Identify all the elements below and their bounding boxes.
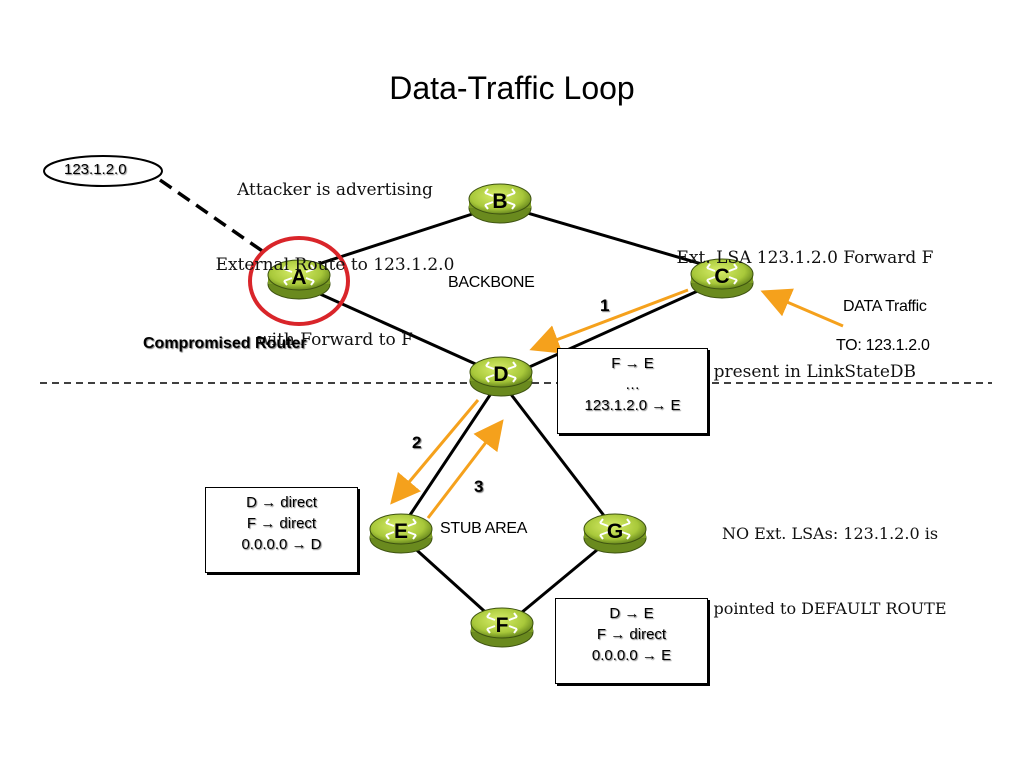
arrow-step-3: [426, 419, 504, 519]
routing-table-d: F → E … 123.1.2.0 → E: [557, 348, 708, 434]
router-d[interactable]: D: [469, 356, 533, 397]
routing-table-f-row: F → direct: [596, 626, 667, 643]
router-g[interactable]: G: [583, 513, 647, 554]
routing-table-e-row: 0.0.0.0 → D: [241, 536, 322, 553]
diagram-title: Data-Traffic Loop: [389, 70, 635, 106]
routing-table-d-row: …: [625, 376, 640, 393]
traffic-arrows: [390, 288, 844, 519]
lsa-note-line-2: is present in LinkStateDB: [694, 362, 916, 382]
routing-table-d-row: F → E: [611, 355, 654, 372]
router-a[interactable]: A: [267, 259, 331, 300]
routing-table-d-row: 123.1.2.0 → E: [584, 397, 681, 414]
routing-table-e: D → direct F → direct 0.0.0.0 → D: [205, 487, 358, 573]
stub-note-line-1: NO Ext. LSAs: 123.1.2.0 is: [721, 524, 939, 543]
stub-note-line-2: pointed to DEFAULT ROUTE: [713, 599, 947, 618]
compromised-ring: [248, 236, 350, 326]
attacker-note-line-1: Attacker is advertising: [237, 180, 433, 200]
routing-table-f: D → E F → direct 0.0.0.0 → E: [555, 598, 708, 684]
router-b-label: B: [492, 190, 507, 213]
router-f-label: F: [496, 614, 509, 637]
prefix-ellipse: [43, 155, 163, 187]
router-e[interactable]: E: [369, 513, 433, 554]
stub-area-label: STUB AREA: [440, 520, 528, 537]
compromised-router-label: Compromised Router: [143, 335, 307, 352]
router-g-label: G: [607, 520, 623, 543]
router-f[interactable]: F: [470, 607, 534, 648]
attacker-note: Attacker is advertising External Route t…: [150, 128, 520, 403]
arrow-step-2: [390, 399, 480, 505]
routing-table-e-row: D → direct: [246, 494, 317, 511]
router-b[interactable]: B: [468, 183, 532, 224]
attacker-note-line-2: External Route to 123.1.2.0: [215, 255, 455, 275]
router-a-label: A: [291, 266, 306, 289]
data-traffic-label: DATA Traffic: [843, 298, 927, 315]
lsa-note-line-1: Ext. LSA 123.1.2.0 Forward F: [676, 248, 934, 268]
routing-table-f-row: 0.0.0.0 → E: [591, 647, 672, 664]
routing-table-e-row: F → direct: [246, 515, 317, 532]
router-e-label: E: [394, 520, 408, 543]
step-1-number: 1: [600, 296, 610, 315]
router-c[interactable]: C: [690, 258, 754, 299]
routing-table-f-row: D → E: [609, 605, 654, 622]
attacker-note-line-3: with Forward to F: [257, 330, 413, 350]
backbone-label: BACKBONE: [448, 274, 535, 291]
link-a-d: [299, 283, 501, 377]
advertised-prefix: 123.1.2.0: [64, 161, 127, 178]
arrow-step-1: [529, 288, 689, 354]
link-a-b: [299, 203, 501, 272]
link-c-d: [504, 278, 723, 380]
lsa-note: Ext. LSA 123.1.2.0 Forward F is present …: [620, 163, 990, 467]
link-d-g: [498, 379, 617, 531]
step-3-number: 3: [474, 477, 484, 496]
arrow-incoming-traffic: [760, 288, 844, 328]
step-2-number: 2: [412, 433, 422, 452]
router-c-label: C: [714, 265, 729, 288]
link-b-c: [499, 203, 723, 272]
link-d-e: [398, 379, 502, 531]
stub-note: NO Ext. LSAs: 123.1.2.0 is pointed to DE…: [650, 471, 1010, 671]
data-traffic-destination: TO: 123.1.2.0: [836, 337, 930, 354]
router-d-label: D: [493, 363, 508, 386]
